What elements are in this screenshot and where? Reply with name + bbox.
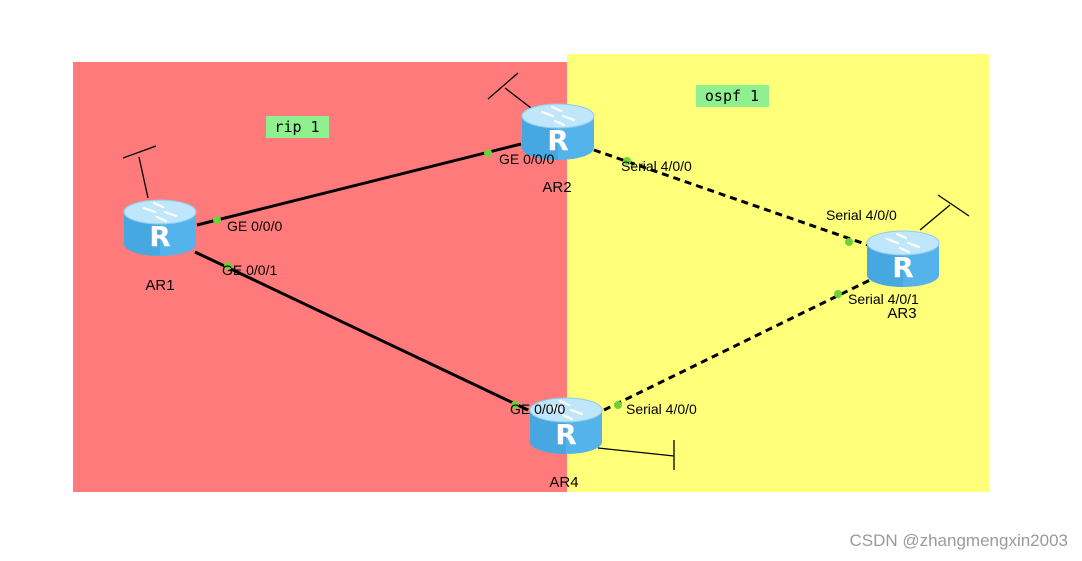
link-ar1-ar2 bbox=[196, 142, 522, 227]
port-dot-ar4-s400 bbox=[614, 401, 622, 409]
ar1-router-icon[interactable] bbox=[122, 198, 198, 258]
port-dot-ar4-ge000 bbox=[511, 401, 519, 409]
port-label-ar4-ge000: GE 0/0/0 bbox=[510, 401, 565, 417]
ar3-name: AR3 bbox=[887, 305, 916, 322]
ar4-name: AR4 bbox=[549, 474, 578, 491]
ar2-name: AR2 bbox=[542, 179, 571, 196]
ar1-antenna bbox=[122, 145, 157, 199]
link-ar2-ar3 bbox=[593, 148, 869, 247]
ar3-router-icon[interactable] bbox=[865, 229, 941, 289]
ar1-name: AR1 bbox=[145, 277, 174, 294]
port-dot-ar2-ge000 bbox=[484, 149, 492, 157]
port-dot-ar1-ge001 bbox=[224, 262, 232, 270]
port-dot-ar1-ge000 bbox=[213, 216, 221, 224]
port-label-ar2-s400: Serial 4/0/0 bbox=[621, 158, 692, 174]
port-dot-ar2-s400 bbox=[623, 157, 631, 165]
port-label-ar3-s400: Serial 4/0/0 bbox=[826, 207, 897, 223]
links bbox=[194, 142, 871, 412]
port-label-ar1-ge001: GE 0/0/1 bbox=[222, 262, 277, 278]
ar4-antenna bbox=[597, 440, 675, 470]
port-label-ar2-ge000: GE 0/0/0 bbox=[499, 151, 554, 167]
ar2-antenna bbox=[487, 72, 532, 109]
ospf-area-label: ospf 1 bbox=[705, 87, 759, 105]
port-dot-ar3-s400 bbox=[845, 238, 853, 246]
port-dots bbox=[213, 149, 853, 409]
link-ar4-ar3 bbox=[603, 278, 871, 412]
link-ar1-ar4 bbox=[194, 250, 529, 412]
watermark: CSDN @zhangmengxin2003 bbox=[849, 531, 1068, 550]
rip-area-label: rip 1 bbox=[274, 118, 319, 136]
port-dot-ar3-s401 bbox=[834, 290, 842, 298]
ar3-antenna bbox=[919, 194, 970, 231]
ospf-area-label-bg bbox=[696, 85, 769, 107]
port-label-ar3-s401: Serial 4/0/1 bbox=[848, 291, 919, 307]
port-label-ar4-s400: Serial 4/0/0 bbox=[626, 401, 697, 417]
rip-area-label-bg bbox=[266, 116, 329, 138]
port-label-ar1-ge000: GE 0/0/0 bbox=[227, 218, 282, 234]
